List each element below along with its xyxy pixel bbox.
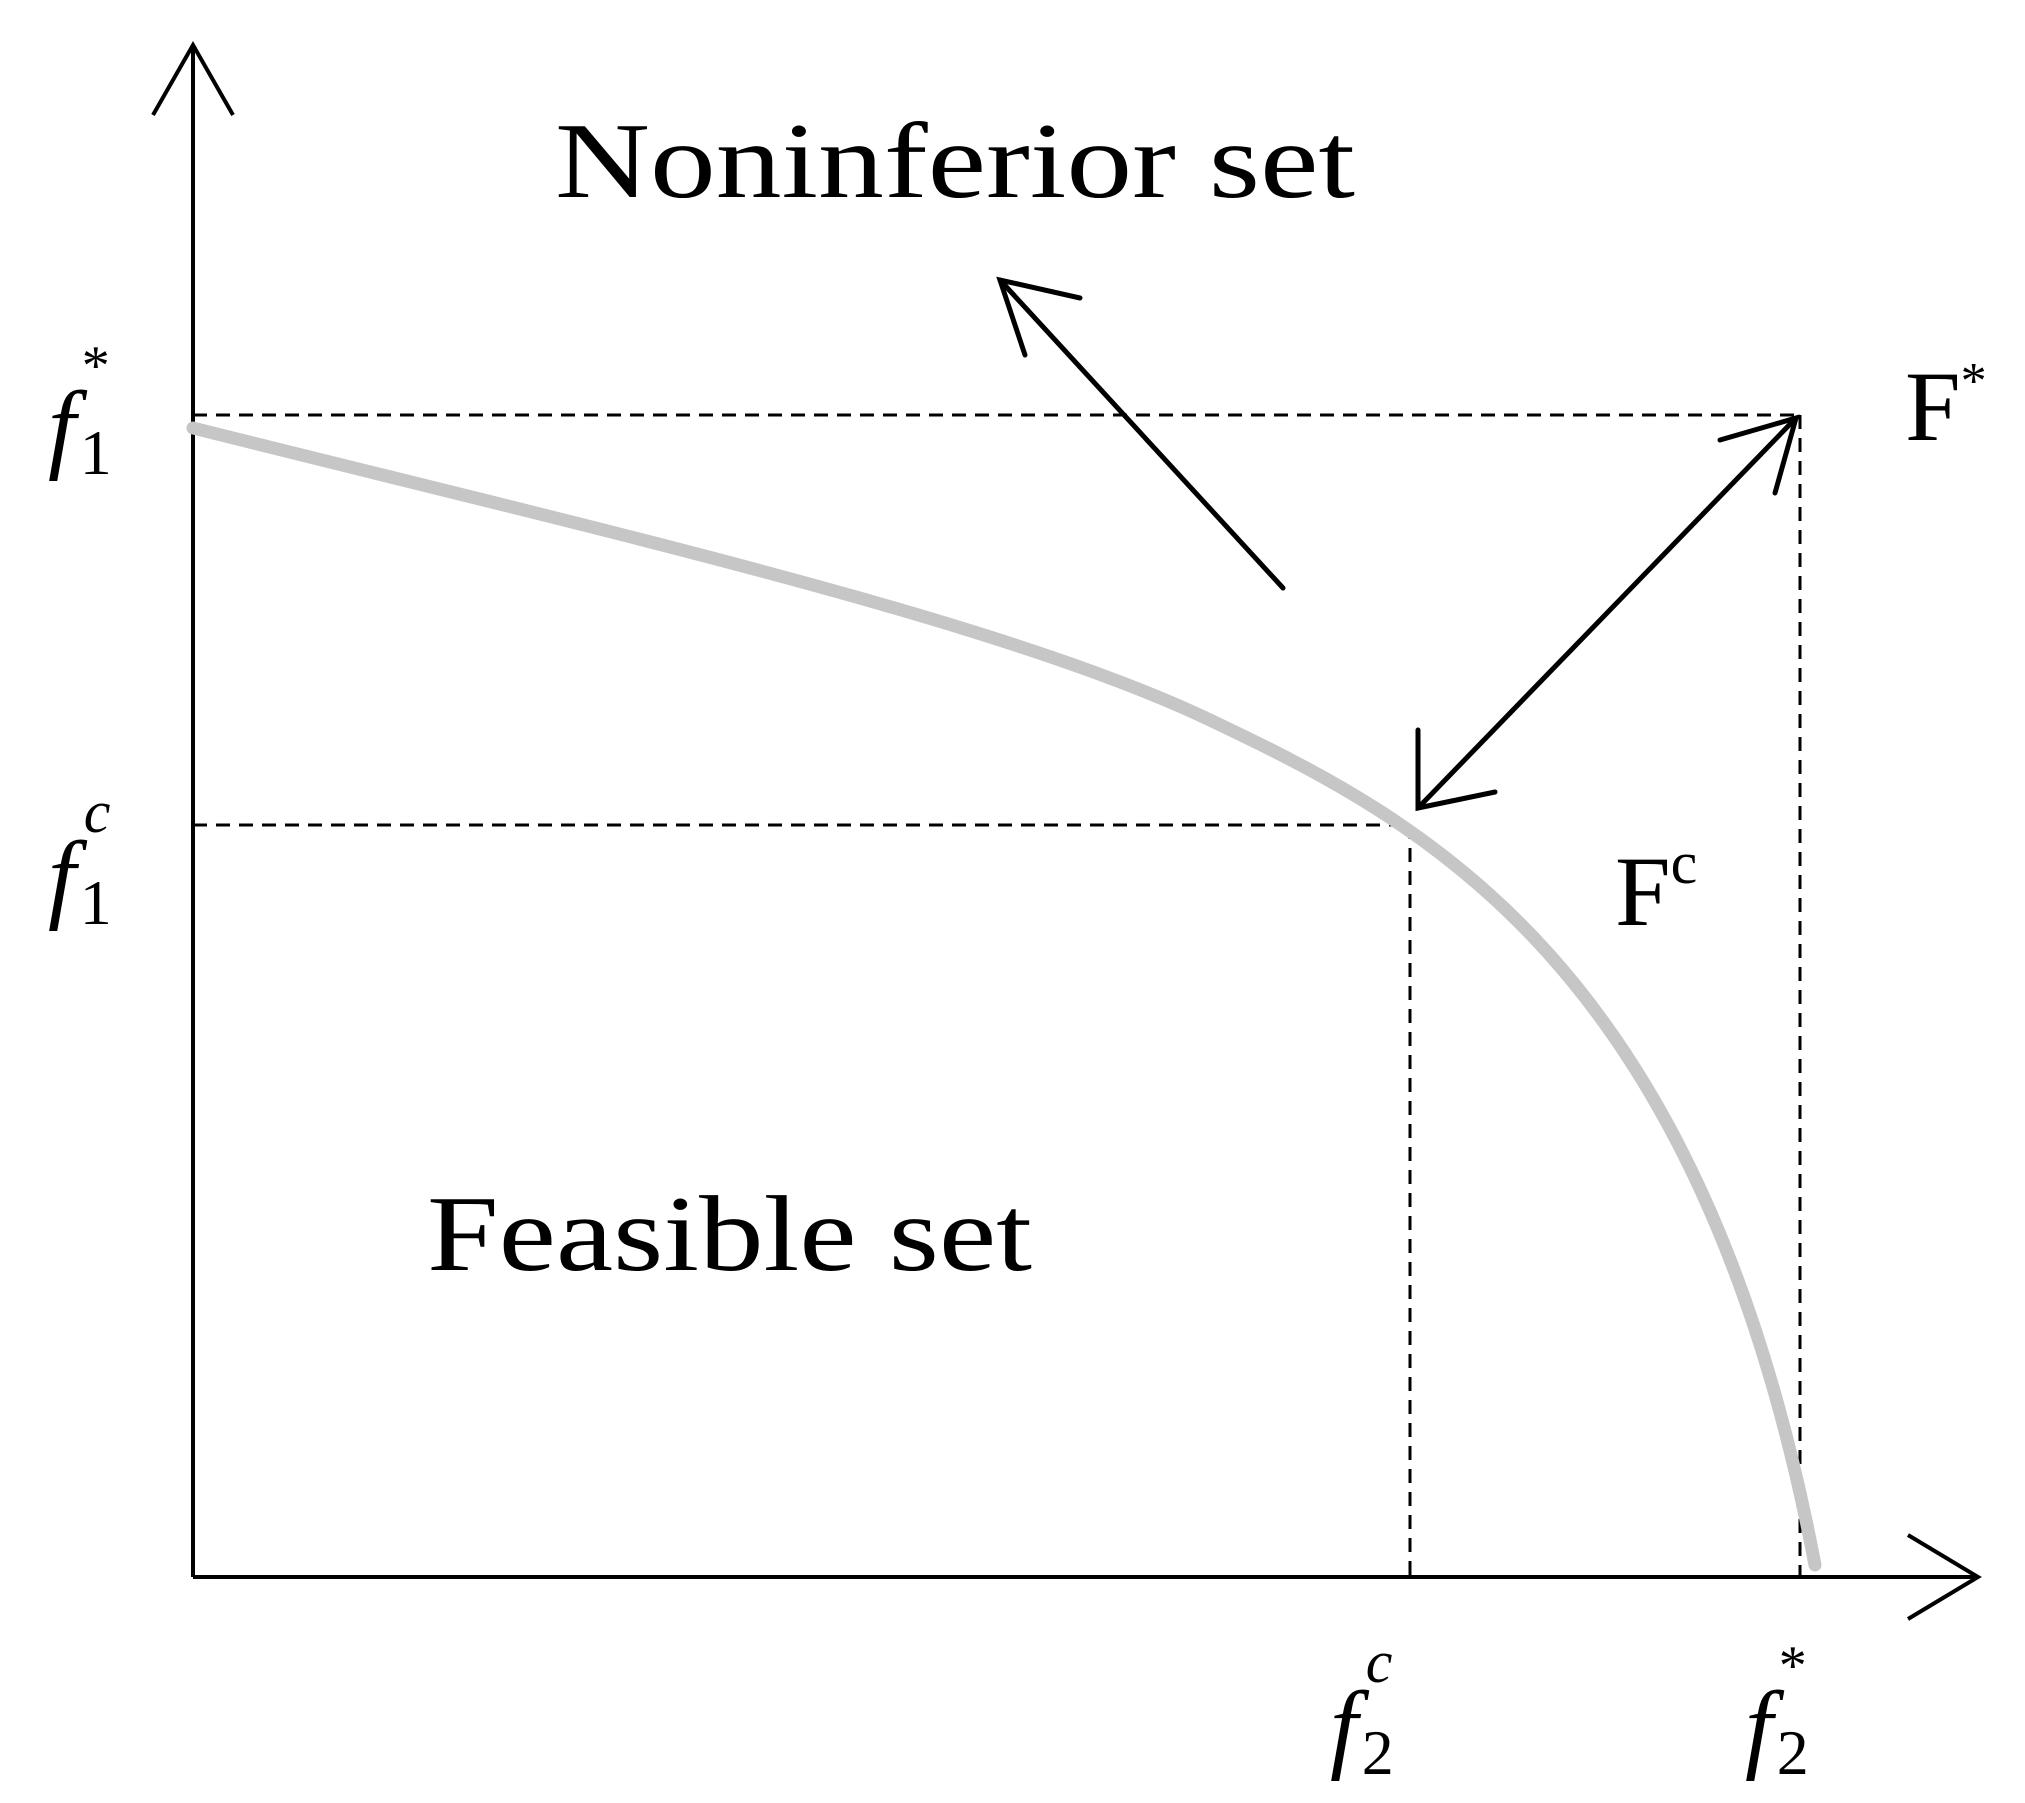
noninferior-pointer-arrow — [996, 276, 1286, 591]
f1-star-label: f1* — [48, 335, 112, 488]
compromise-point-label: Fc — [1615, 830, 1697, 947]
y-axis-arrowhead — [151, 40, 235, 116]
distance-double-arrow — [1415, 414, 1800, 812]
f2-c-label: f2c — [1330, 1629, 1394, 1788]
f2-star-label: f2* — [1745, 1635, 1809, 1788]
guide-lines — [193, 413, 1802, 1577]
feasible-set-label: Feasible set — [427, 1175, 1032, 1294]
axes — [151, 40, 1982, 1621]
x-axis-arrowhead — [1906, 1533, 1982, 1621]
f1-c-label: f1c — [48, 779, 112, 938]
ideal-point-label: F* — [1905, 351, 1987, 462]
noninferior-frontier-curve — [186, 421, 1822, 1572]
noninferior-set-label: Noninferior set — [555, 102, 1355, 221]
